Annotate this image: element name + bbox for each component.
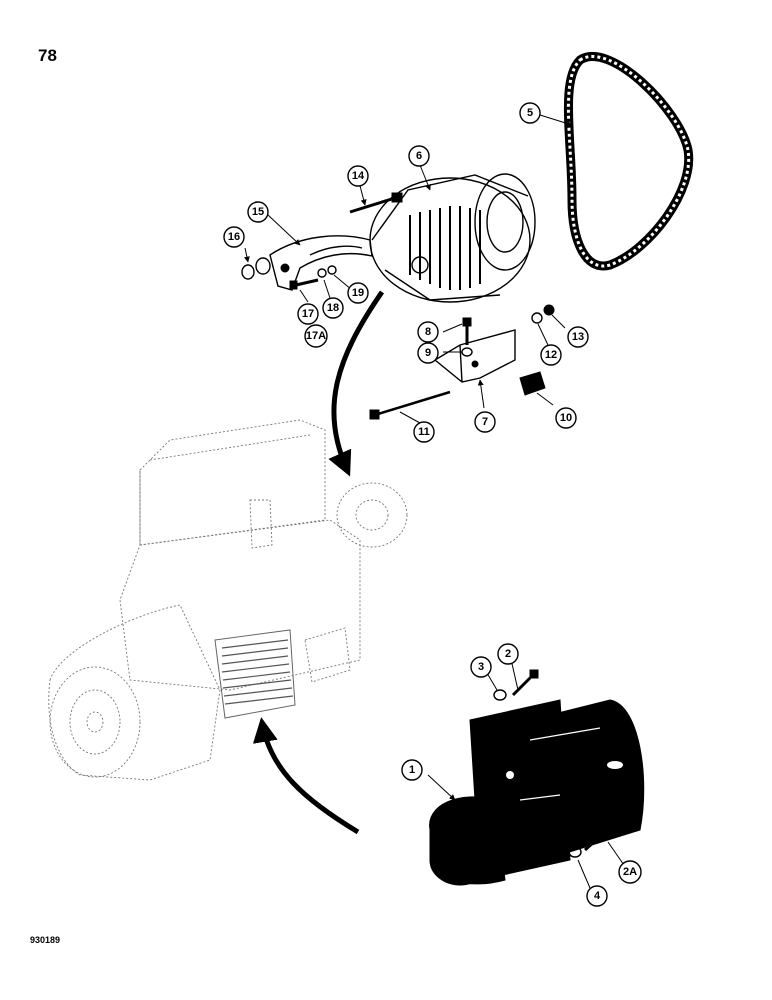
bolt-2 xyxy=(511,669,539,697)
svg-text:5: 5 xyxy=(527,107,533,119)
bolt-14 xyxy=(349,192,403,214)
svg-text:17: 17 xyxy=(302,308,314,320)
svg-text:18: 18 xyxy=(327,302,339,314)
svg-text:12: 12 xyxy=(545,349,557,361)
svg-text:2A: 2A xyxy=(623,866,637,878)
install-arrow-alternator xyxy=(328,290,385,477)
washer-nut-16 xyxy=(241,257,271,280)
callout-18: 18 xyxy=(322,297,344,319)
callout-19: 19 xyxy=(347,282,369,304)
svg-text:15: 15 xyxy=(252,206,264,218)
nut-13 xyxy=(543,304,555,316)
long-bolt-11 xyxy=(369,390,451,420)
bushing-10 xyxy=(519,371,546,396)
svg-text:19: 19 xyxy=(352,287,364,299)
callout-2: 2 xyxy=(497,643,519,665)
callout-4: 4 xyxy=(586,885,608,907)
svg-text:6: 6 xyxy=(416,150,422,162)
drive-belt xyxy=(563,52,694,271)
starter-motor xyxy=(429,696,645,886)
callout-8: 8 xyxy=(417,321,439,343)
washer-18 xyxy=(317,268,327,278)
svg-text:2: 2 xyxy=(505,648,511,660)
adjusting-bracket xyxy=(269,235,373,291)
svg-text:16: 16 xyxy=(228,231,240,243)
washer-19 xyxy=(327,265,337,275)
bolt-2a xyxy=(583,825,612,852)
engine-block xyxy=(48,419,408,781)
install-arrow-starter xyxy=(252,717,360,835)
washer-3 xyxy=(493,689,507,701)
callout-5: 5 xyxy=(519,102,541,124)
callout-10: 10 xyxy=(555,407,577,429)
bolt-8 xyxy=(462,317,472,345)
callout-9: 9 xyxy=(417,342,439,364)
callout-14: 14 xyxy=(347,165,369,187)
washer-9 xyxy=(461,347,473,357)
svg-text:11: 11 xyxy=(418,426,430,438)
figure-code: 930189 xyxy=(30,935,61,945)
svg-text:1: 1 xyxy=(409,764,415,776)
svg-text:17A: 17A xyxy=(306,330,326,342)
callout-13: 13 xyxy=(567,326,589,348)
callout-1: 1 xyxy=(401,759,423,781)
callout-3: 3 xyxy=(470,656,492,678)
svg-text:10: 10 xyxy=(560,412,572,424)
washer-12 xyxy=(531,312,543,324)
callout-16: 16 xyxy=(223,226,245,248)
callout-17: 17 xyxy=(297,303,319,325)
callout-11: 11 xyxy=(413,421,435,443)
callout-7: 7 xyxy=(474,411,496,433)
mounting-bracket xyxy=(433,329,516,383)
callout-17a: 17A xyxy=(304,324,328,348)
callout-6: 6 xyxy=(408,145,430,167)
svg-text:4: 4 xyxy=(594,890,601,902)
callout-12: 12 xyxy=(540,344,562,366)
svg-text:9: 9 xyxy=(425,347,431,359)
bolt-17 xyxy=(289,278,319,290)
callout-2a: 2A xyxy=(618,860,642,884)
svg-text:13: 13 xyxy=(572,331,584,343)
washer-4 xyxy=(568,846,582,858)
svg-text:14: 14 xyxy=(352,170,365,182)
callout-15: 15 xyxy=(247,201,269,223)
page-number: 78 xyxy=(38,46,57,65)
svg-text:7: 7 xyxy=(482,416,488,428)
svg-text:8: 8 xyxy=(425,326,431,338)
svg-text:3: 3 xyxy=(478,661,484,673)
